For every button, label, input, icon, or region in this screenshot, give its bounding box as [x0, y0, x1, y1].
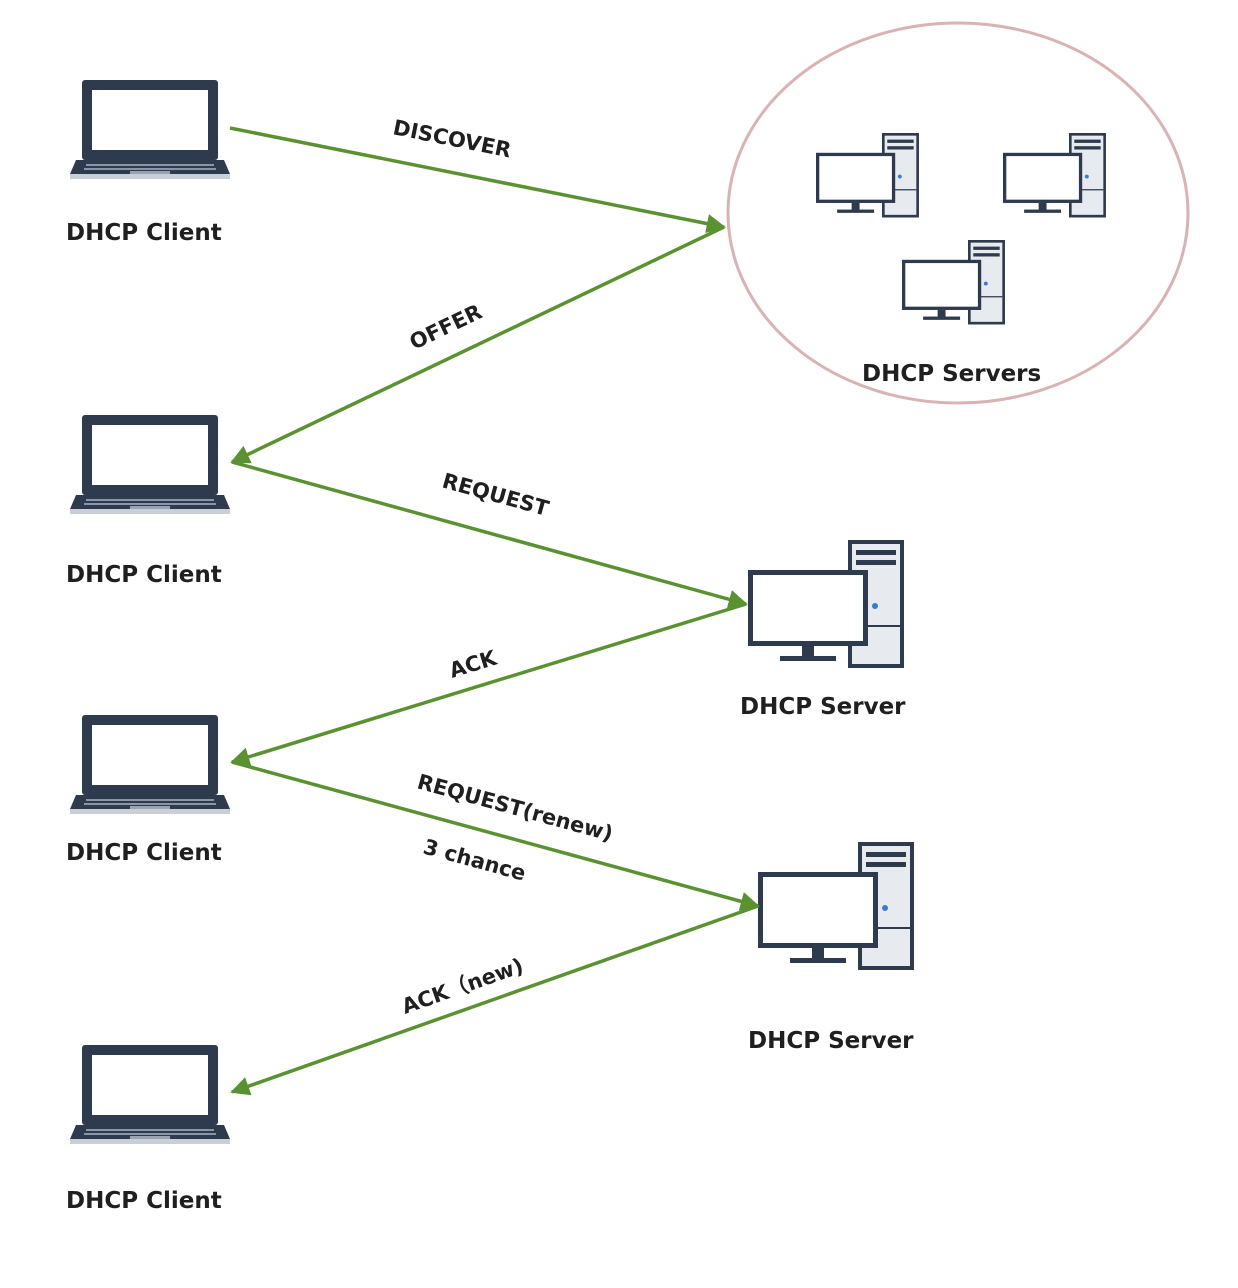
discover-arrow: [229, 126, 726, 234]
client-label: DHCP Client: [66, 220, 222, 246]
client-label: DHCP Client: [66, 562, 222, 588]
request-renew-note: 3 chance: [421, 835, 529, 886]
laptop-icon: [70, 715, 230, 814]
desktop-icon: [757, 841, 915, 971]
request-label: REQUEST: [440, 469, 552, 521]
servers-group-outline: [726, 21, 1190, 405]
desktop-icon: [747, 539, 905, 669]
client-label: DHCP Client: [66, 1188, 222, 1214]
ack-arrow: [230, 602, 747, 767]
client-label: DHCP Client: [66, 840, 222, 866]
laptop-icon: [70, 1045, 230, 1144]
request-renew-arrow: [231, 760, 760, 911]
offer-arrow: [230, 225, 725, 464]
desktop-icon: [815, 132, 920, 219]
laptop-icon: [70, 415, 230, 514]
laptop-icon: [70, 80, 230, 179]
ack-label: ACK: [446, 646, 500, 683]
request-renew-label: REQUEST(renew): [415, 770, 616, 846]
server-label: DHCP Server: [740, 694, 906, 720]
desktop-icon: [1002, 132, 1107, 219]
servers-group-label: DHCP Servers: [862, 361, 1041, 387]
desktop-icon: [901, 239, 1006, 326]
ack-new-arrow: [230, 904, 759, 1096]
server-label: DHCP Server: [748, 1028, 914, 1054]
discover-label: DISCOVER: [391, 115, 513, 162]
request-arrow: [231, 460, 748, 609]
